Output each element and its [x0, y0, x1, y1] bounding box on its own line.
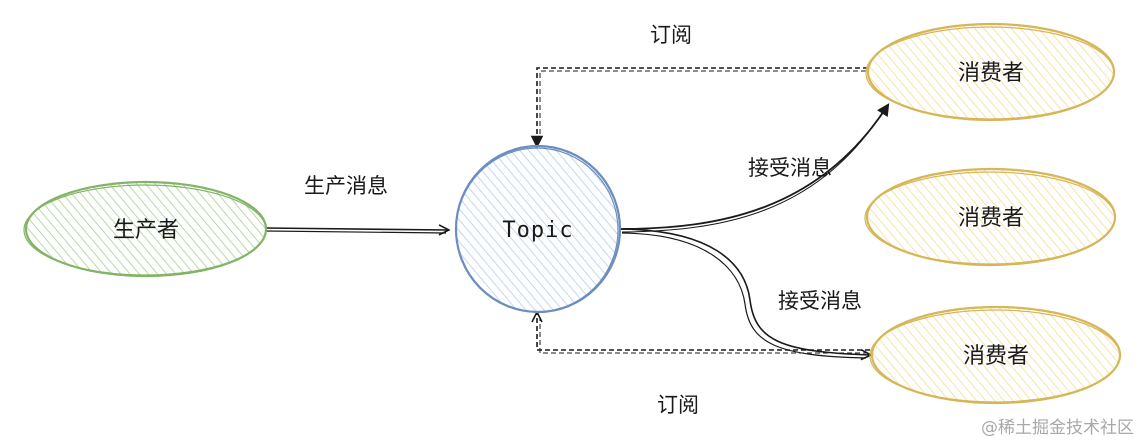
receive-2-label: 接受消息 [778, 289, 862, 313]
node-consumer-3: 消费者 [869, 305, 1122, 405]
node-consumer-2: 消费者 [864, 167, 1117, 267]
node-topic: Topic [454, 144, 622, 314]
subscribe-bottom-label: 订阅 [657, 393, 699, 417]
edge-produce [265, 228, 448, 233]
produce-label: 生产消息 [304, 174, 388, 198]
edge-receive-1 [619, 105, 888, 233]
watermark-text: @稀土掘金技术社区 [981, 418, 1134, 438]
subscribe-top-label: 订阅 [650, 23, 692, 47]
receive-1-label: 接受消息 [748, 156, 832, 180]
producer-label: 生产者 [113, 218, 179, 243]
node-consumer-1: 消费者 [865, 22, 1116, 122]
node-producer: 生产者 [23, 180, 268, 278]
consumer-1-label: 消费者 [958, 61, 1024, 86]
consumer-3-label: 消费者 [963, 344, 1029, 369]
topic-label: Topic [502, 218, 573, 243]
edge-subscribe-bottom [537, 313, 870, 354]
consumer-2-label: 消费者 [958, 206, 1024, 231]
edge-subscribe-top [537, 67, 868, 146]
